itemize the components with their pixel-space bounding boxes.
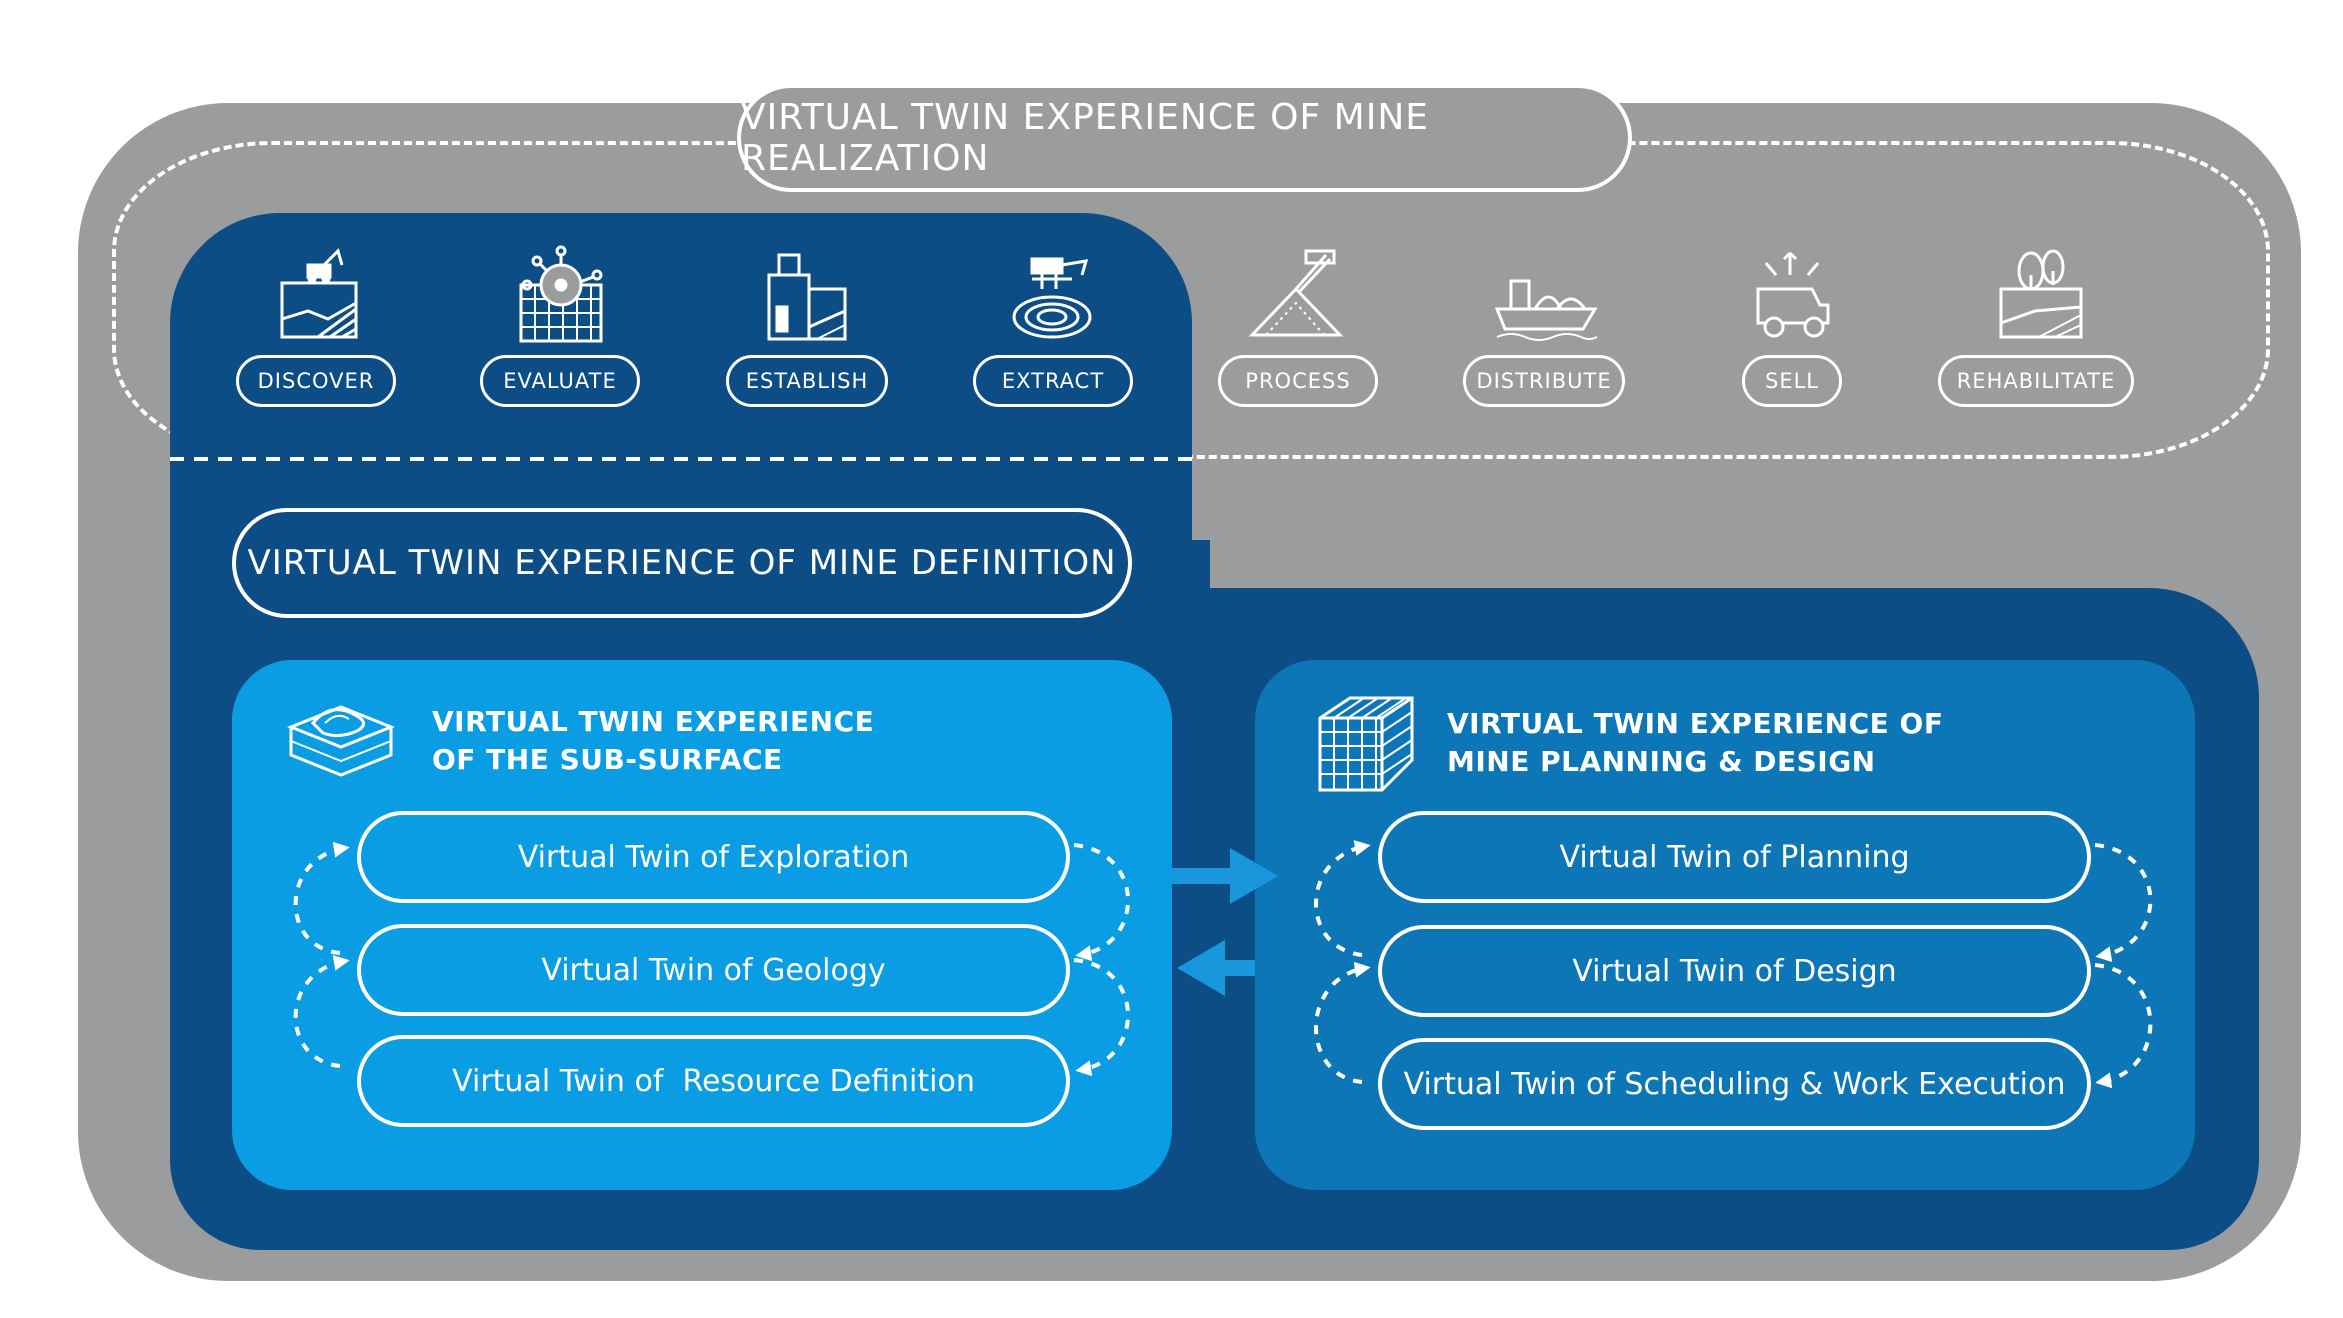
definition-region-corner: [1150, 540, 1210, 600]
planning-title-line2: MINE PLANNING & DESIGN: [1447, 745, 1876, 778]
stage-pill-rehabilitate: REHABILITATE: [1938, 355, 2134, 407]
stage-process: [1206, 245, 1386, 345]
open-pit-icon: [1012, 257, 1092, 339]
twin-geology: Virtual Twin of Geology: [357, 924, 1070, 1016]
stage-pill-establish: ESTABLISH: [726, 355, 888, 407]
stage-evaluate: [472, 245, 652, 345]
definition-title: VIRTUAL TWIN EXPERIENCE OF MINE DEFINITI…: [232, 508, 1132, 618]
stage-pill-process: PROCESS: [1218, 355, 1378, 407]
stage-sell: [1702, 245, 1882, 345]
stage-pill-evaluate: EVALUATE: [480, 355, 640, 407]
twin-design: Virtual Twin of Design: [1378, 925, 2091, 1017]
wireframe-cube-icon: [1318, 696, 1414, 792]
twin-exploration: Virtual Twin of Exploration: [357, 811, 1070, 903]
arrow-left-icon: [1177, 940, 1255, 996]
stage-pill-extract: EXTRACT: [973, 355, 1133, 407]
subsurface-right-loops: [1073, 843, 1130, 1077]
mine-buildings-icon: [767, 253, 847, 341]
stage-rehabilitate: [1951, 245, 2131, 345]
subsurface-title-line2: OF THE SUB-SURFACE: [432, 743, 783, 776]
stage-establish: [717, 245, 897, 345]
excavation-site-icon: [280, 248, 358, 339]
cargo-ship-icon: [1494, 279, 1598, 341]
stockpile-conveyor-icon: [1248, 249, 1344, 337]
dump-truck-icon: [1756, 251, 1830, 338]
realization-title: VIRTUAL TWIN EXPERIENCE OF MINE REALIZAT…: [737, 84, 1632, 192]
terrain-layers-icon: [286, 705, 396, 777]
twin-planning: Virtual Twin of Planning: [1378, 811, 2091, 903]
twin-scheduling: Virtual Twin of Scheduling & Work Execut…: [1378, 1038, 2091, 1130]
planning-title-line1: VIRTUAL TWIN EXPERIENCE OF: [1447, 707, 1944, 740]
stage-distribute: [1456, 245, 1636, 345]
arrow-right-icon: [1172, 848, 1278, 904]
planning-right-loops: [2094, 843, 2153, 1089]
twin-resource-definition: Virtual Twin of Resource Definition: [357, 1035, 1070, 1127]
subsurface-left-loops: [293, 841, 350, 1068]
stage-pill-distribute: DISTRIBUTE: [1463, 355, 1625, 407]
stage-extract: [962, 245, 1142, 345]
stage-discover: [228, 245, 408, 345]
stage-pill-sell: SELL: [1742, 355, 1842, 407]
subsurface-title-line1: VIRTUAL TWIN EXPERIENCE: [432, 705, 875, 738]
molecule-grid-icon: [519, 245, 603, 343]
stage-pill-discover: DISCOVER: [236, 355, 396, 407]
planning-left-loops: [1314, 840, 1371, 1084]
tree-landscape-icon: [1999, 249, 2083, 339]
